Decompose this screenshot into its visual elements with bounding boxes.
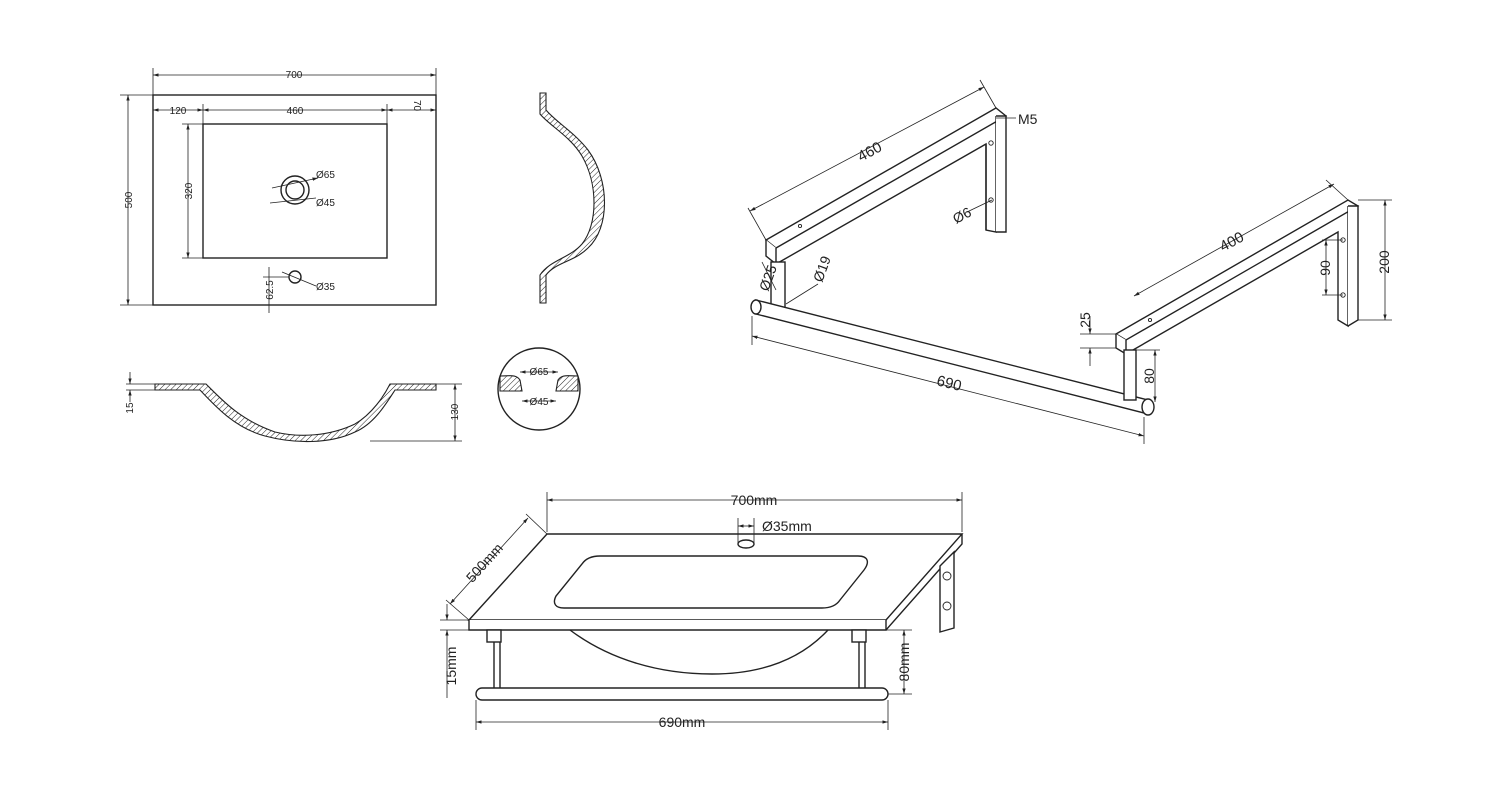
tap-offset-label: 62.5 <box>265 280 276 300</box>
front-section-shape <box>154 383 437 443</box>
bowl-outline <box>202 123 388 259</box>
dim-assembly-rail-length: 690mm <box>659 714 706 730</box>
front-section-view: 15 130 <box>125 372 462 443</box>
drain-outer-circle <box>280 175 310 205</box>
tap-hole-label: Ø35 <box>316 282 335 293</box>
dim-assembly-tap-hole: Ø35mm <box>762 518 812 534</box>
drain-inner-label: Ø45 <box>316 198 335 209</box>
detail-outer-label: Ø65 <box>530 367 549 378</box>
drain-inner-circle <box>285 180 305 200</box>
side-profile-section <box>539 92 605 304</box>
dim-bar-section: 25 <box>1077 312 1093 328</box>
towel-rail <box>475 687 889 701</box>
dim-height: 500 <box>124 191 135 208</box>
top-view: 700 120 460 70 500 320 Ø65 Ø45 Ø35 62.5 <box>120 68 437 313</box>
bowl-opening <box>553 555 869 609</box>
detail-circle <box>497 347 581 431</box>
basin-top <box>467 533 964 621</box>
dim-rail-length: 690 <box>935 372 963 395</box>
drain-outer-label: Ø65 <box>316 170 335 181</box>
dim-right-arm: 400 <box>1217 229 1247 256</box>
side-profile-view <box>539 92 605 304</box>
dim-assembly-depth: 500mm <box>463 540 506 585</box>
assembly-view: 700mm Ø35mm 500mm 15mm 80mm 690mm <box>440 492 964 730</box>
drain-detail-view: Ø65 Ø45 <box>497 347 581 431</box>
dim-assembly-width: 700mm <box>731 492 778 508</box>
dim-post-height: 80 <box>1141 368 1157 384</box>
post-dia-label: Ø19 <box>810 253 834 284</box>
dim-left-margin: 120 <box>170 106 187 117</box>
dim-assembly-thickness: 15mm <box>443 647 459 686</box>
dim-left-arm: 460 <box>855 139 885 166</box>
basin-outline <box>152 94 437 306</box>
dim-right-margin: 70 <box>411 100 422 112</box>
dim-hole-spacing: 90 <box>1317 260 1333 276</box>
dim-bowl-width: 460 <box>287 106 304 117</box>
dim-bracket-height: 200 <box>1376 250 1392 274</box>
thread-label: M5 <box>1018 111 1038 127</box>
dim-assembly-rail-drop: 80mm <box>896 643 912 682</box>
dim-width: 700 <box>286 70 303 81</box>
frame-bracket-view: 460 M5 Ø6 Ø25 Ø19 690 400 200 <box>747 79 1392 444</box>
dim-thickness: 15 <box>125 402 136 414</box>
dim-bowl-depth: 320 <box>184 182 195 199</box>
hole-label: Ø6 <box>950 204 974 227</box>
dim-depth: 130 <box>450 403 461 420</box>
detail-inner-label: Ø45 <box>530 397 549 408</box>
